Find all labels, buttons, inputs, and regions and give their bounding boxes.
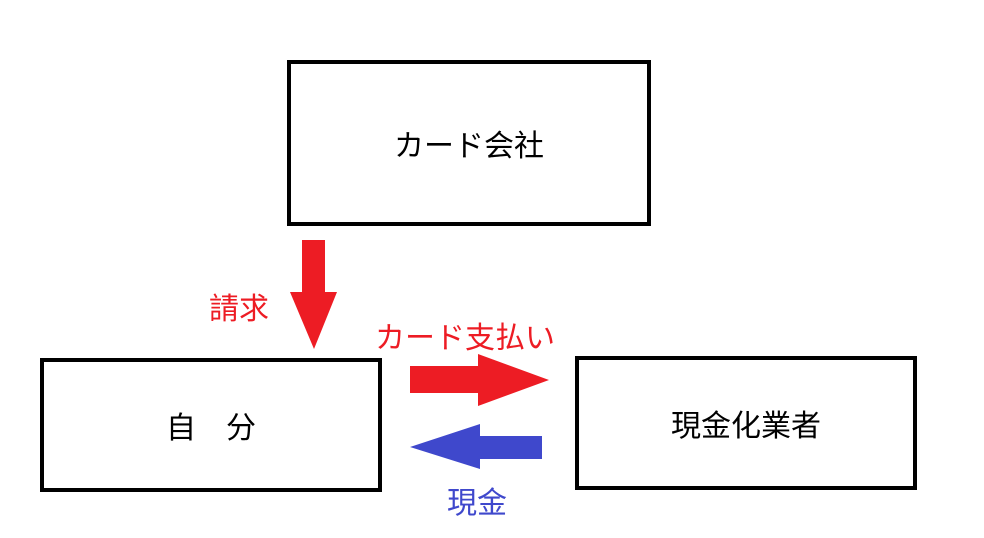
card-payment-arrow	[410, 354, 549, 406]
cashing-vendor-box: 現金化業者	[575, 356, 917, 490]
cashing-vendor-label: 現金化業者	[671, 409, 821, 444]
cash-arrow	[410, 424, 542, 469]
billing-arrow	[290, 240, 337, 349]
cash-label: 現金	[447, 486, 507, 521]
self-label: 自 分	[166, 411, 256, 446]
card-company-box: カード会社	[287, 60, 651, 226]
billing-label: 請求	[209, 292, 269, 327]
card-payment-label: カード支払い	[375, 321, 555, 356]
self-box: 自 分	[40, 358, 382, 492]
card-company-label: カード会社	[394, 129, 544, 164]
